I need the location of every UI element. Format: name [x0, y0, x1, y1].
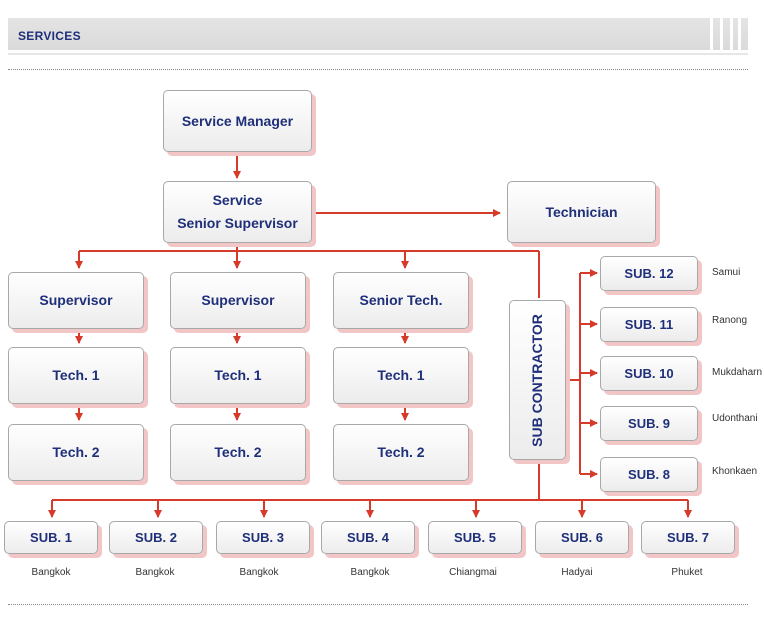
right-sub-11-location: Ranong	[712, 315, 748, 326]
header-stripes	[708, 18, 748, 50]
bottom-sub-3-label: SUB. 3	[242, 530, 284, 545]
sub-contractor-label: SUB CONTRACTOR	[529, 313, 545, 447]
top-divider	[8, 69, 748, 70]
bottom-sub-2-location: Bangkok	[135, 567, 175, 578]
bottom-sub-1-label: SUB. 1	[30, 530, 72, 545]
service-manager-label: Service Manager	[181, 112, 294, 129]
bottom-sub-4-location: Bangkok	[350, 567, 390, 578]
right-sub-8-location: Khonkaen	[712, 466, 758, 477]
bottom-sub-7-box: SUB. 7	[641, 521, 735, 554]
column-1-head-box: Supervisor	[8, 272, 144, 329]
right-sub-11-label: SUB. 11	[624, 317, 674, 332]
right-sub-8-label: SUB. 8	[628, 467, 670, 482]
bottom-divider	[8, 604, 748, 605]
bottom-sub-6-location: Hadyai	[561, 567, 593, 578]
column-3-tech2-label: Tech. 2	[377, 444, 425, 460]
column-2-tech2-box: Tech. 2	[170, 424, 306, 481]
bottom-sub-6-label: SUB. 6	[561, 530, 603, 545]
column-2-head-box: Supervisor	[170, 272, 306, 329]
column-3-tech1-label: Tech. 1	[377, 367, 425, 383]
right-sub-9-label: SUB. 9	[628, 416, 670, 431]
column-3-head-label: Senior Tech.	[359, 292, 443, 308]
section-header: SERVICES	[8, 18, 748, 50]
right-sub-10-label: SUB. 10	[624, 366, 674, 381]
header-underline	[8, 53, 748, 55]
right-sub-11-box: SUB. 11	[600, 307, 698, 342]
column-2-tech1-label: Tech. 1	[214, 367, 262, 383]
column-1-head-label: Supervisor	[39, 292, 113, 308]
column-1-tech1-label: Tech. 1	[52, 367, 100, 383]
service-manager-box: Service Manager	[163, 90, 312, 152]
bottom-sub-6-box: SUB. 6	[535, 521, 629, 554]
bottom-sub-5-box: SUB. 5	[428, 521, 522, 554]
senior-supervisor-label-line2: Senior Supervisor	[177, 215, 298, 231]
bottom-sub-3-box: SUB. 3	[216, 521, 310, 554]
column-2-tech2-label: Tech. 2	[214, 444, 262, 460]
sub-contractor-box: SUB CONTRACTOR	[509, 300, 566, 460]
bottom-sub-2-box: SUB. 2	[109, 521, 203, 554]
bottom-sub-1-location: Bangkok	[31, 567, 71, 578]
right-sub-9-box: SUB. 9	[600, 406, 698, 441]
column-3-head-box: Senior Tech.	[333, 272, 469, 329]
right-sub-9-location: Udonthani	[712, 413, 758, 424]
senior-supervisor-box: Service Senior Supervisor	[163, 181, 312, 243]
column-1-tech2-label: Tech. 2	[52, 444, 100, 460]
column-1-tech2-box: Tech. 2	[8, 424, 144, 481]
right-sub-12-location: Samui	[712, 267, 741, 278]
right-sub-12-box: SUB. 12	[600, 256, 698, 291]
technician-label: Technician	[545, 203, 618, 220]
bottom-sub-7-label: SUB. 7	[667, 530, 709, 545]
bottom-sub-3-location: Bangkok	[239, 567, 279, 578]
right-sub-10-location: Mukdaharn	[712, 367, 763, 378]
senior-supervisor-label-line1: Service	[212, 192, 263, 208]
bottom-sub-5-location: Chiangmai	[449, 567, 497, 578]
column-2-tech1-box: Tech. 1	[170, 347, 306, 404]
bottom-sub-5-label: SUB. 5	[454, 530, 496, 545]
right-sub-10-box: SUB. 10	[600, 356, 698, 391]
bottom-sub-4-label: SUB. 4	[347, 530, 389, 545]
bottom-sub-2-label: SUB. 2	[135, 530, 177, 545]
technician-box: Technician	[507, 181, 656, 243]
bottom-sub-4-box: SUB. 4	[321, 521, 415, 554]
right-sub-8-box: SUB. 8	[600, 457, 698, 492]
column-2-head-label: Supervisor	[201, 292, 275, 308]
bottom-sub-7-location: Phuket	[671, 567, 703, 578]
column-3-tech1-box: Tech. 1	[333, 347, 469, 404]
section-title: SERVICES	[18, 29, 81, 43]
column-1-tech1-box: Tech. 1	[8, 347, 144, 404]
bottom-sub-1-box: SUB. 1	[4, 521, 98, 554]
right-sub-12-label: SUB. 12	[624, 266, 674, 281]
column-3-tech2-box: Tech. 2	[333, 424, 469, 481]
